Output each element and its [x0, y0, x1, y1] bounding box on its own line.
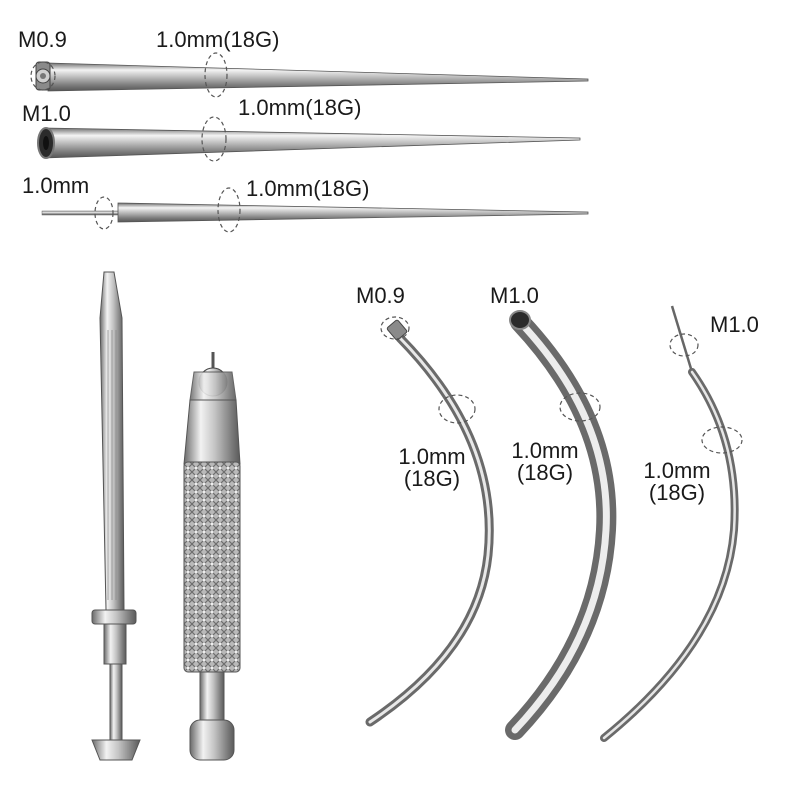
curved-1-gauge-line2: (18G) [403, 466, 461, 491]
curved-3-gauge-line1: 1.0mm [643, 458, 711, 483]
taper-3-gauge-label: 1.0mm(18G) [246, 176, 370, 201]
curved-taper-1 [365, 316, 494, 727]
taper-1-gauge-label: 1.0mm(18G) [156, 27, 280, 52]
curved-2-gauge-line1: 1.0mm [511, 438, 579, 463]
taper-1-thread-label: M0.9 [18, 27, 67, 52]
curved-2-gauge-label: 1.0mm (18G) [502, 440, 588, 484]
curved-3-gauge-line2: (18G) [648, 480, 706, 505]
curved-taper-3 [600, 305, 743, 742]
taper-3-thread-label: 1.0mm [22, 173, 90, 198]
straight-taper-3 [41, 187, 589, 233]
pin-vise-tool [91, 271, 141, 761]
curved-taper-2 [505, 310, 617, 740]
curved-3-gauge-label: 1.0mm (18G) [634, 460, 720, 504]
curved-3-thread-label: M1.0 [710, 312, 759, 337]
curved-2-thread-label: M1.0 [490, 283, 539, 308]
curved-2-gauge-line2: (18G) [516, 460, 574, 485]
curved-1-gauge-line1: 1.0mm [398, 444, 466, 469]
curved-1-gauge-label: 1.0mm (18G) [390, 446, 474, 490]
taper-2-gauge-label: 1.0mm(18G) [238, 95, 362, 120]
straight-taper-2 [37, 116, 581, 162]
taper-2-thread-label: M1.0 [22, 101, 71, 126]
straight-taper-1 [30, 52, 589, 98]
ball-grabber-tool [183, 352, 241, 761]
curved-1-thread-label: M0.9 [356, 283, 405, 308]
